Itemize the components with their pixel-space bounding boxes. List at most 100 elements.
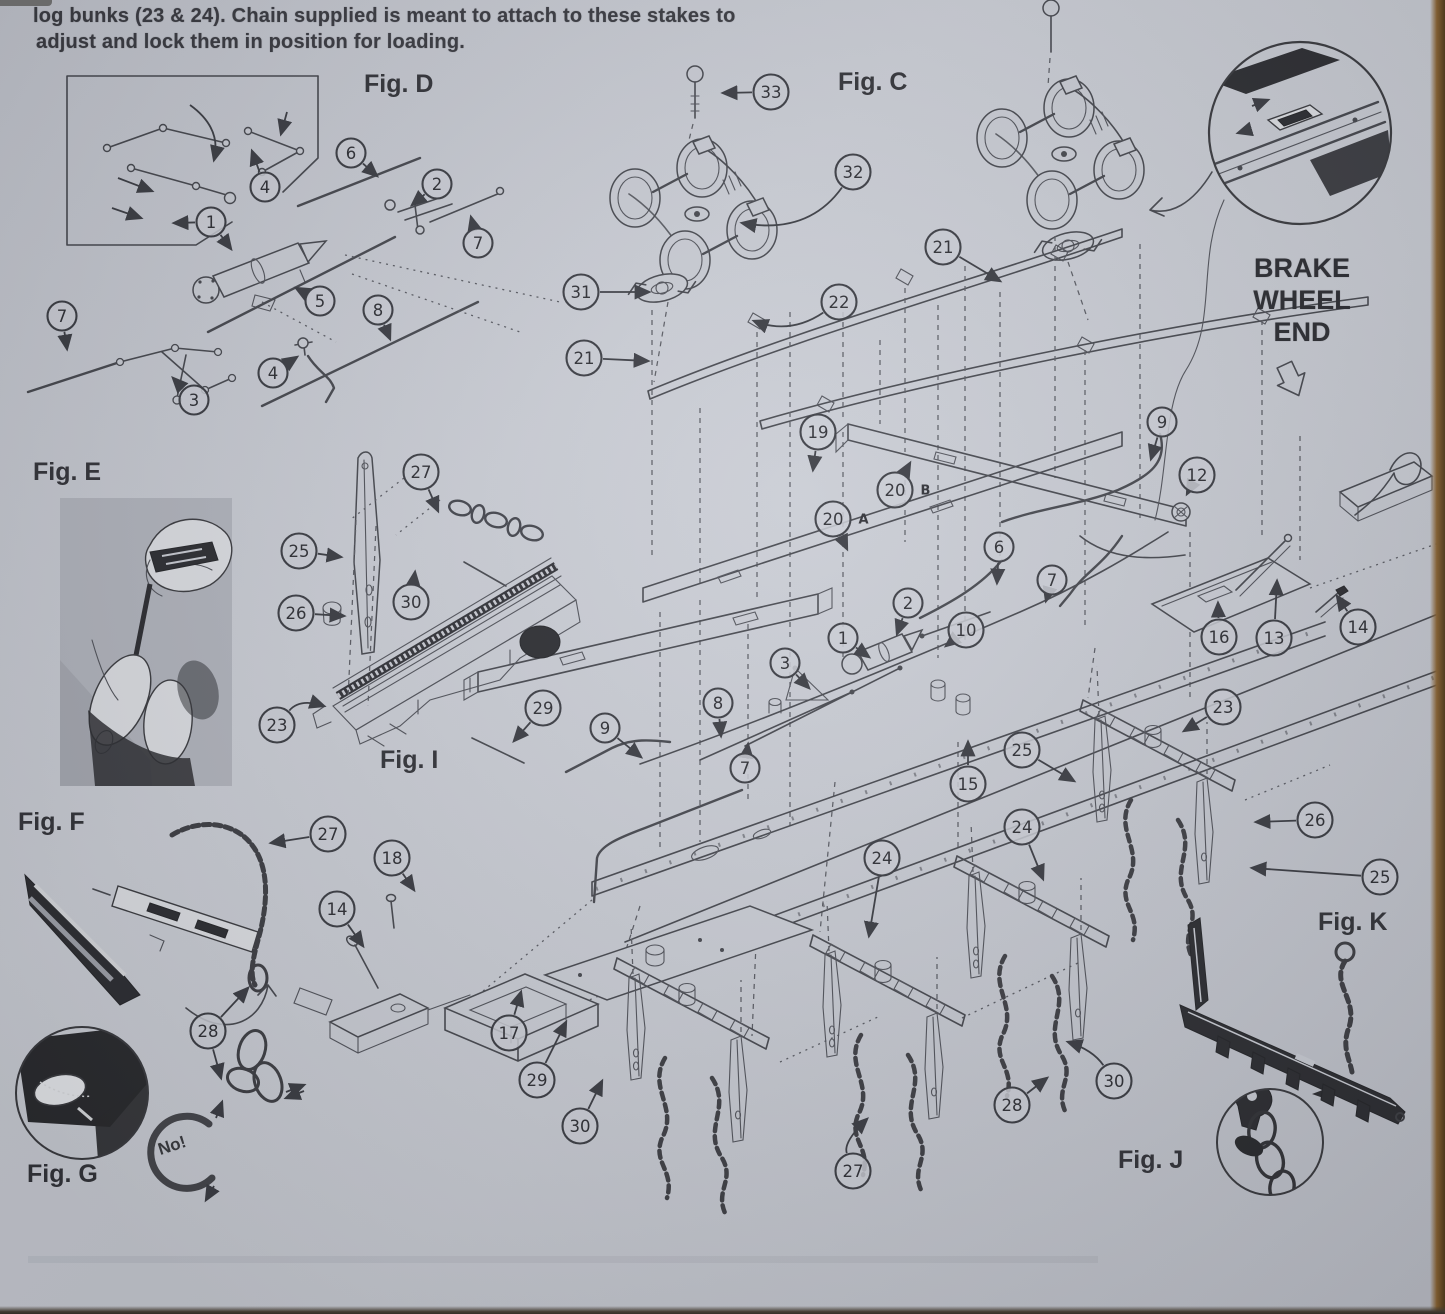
callout-number: 32 xyxy=(843,163,864,182)
callout-circle xyxy=(892,587,924,619)
callout-number: 7 xyxy=(473,234,484,253)
callout-circle xyxy=(1339,608,1377,646)
callout-number: 10 xyxy=(956,621,977,640)
callout-circle xyxy=(1095,1062,1133,1100)
callout-arrow xyxy=(845,1117,869,1154)
callout-9: 9 xyxy=(1146,406,1178,462)
callout-number: 25 xyxy=(1370,868,1391,887)
callout-circle xyxy=(249,171,281,203)
callout-number: 28 xyxy=(198,1022,219,1041)
figure-label-j: Fig. J xyxy=(1118,1146,1183,1174)
callout-12: 12 xyxy=(1178,456,1216,497)
callout-circle xyxy=(565,339,603,377)
callout-arrow xyxy=(317,547,344,563)
callout-circle xyxy=(280,532,318,570)
callout-circle xyxy=(1296,801,1334,839)
callout-21: 21 xyxy=(924,228,1003,283)
callout-circle xyxy=(561,1107,599,1145)
callout-arrow xyxy=(834,532,849,552)
callout-5: 5 xyxy=(293,285,336,317)
callout-number: 30 xyxy=(570,1117,591,1136)
callout-23: 23 xyxy=(1181,688,1242,733)
callout-number: 28 xyxy=(1002,1096,1023,1115)
page-edge-right xyxy=(1430,0,1445,1314)
callout-number: 29 xyxy=(533,699,554,718)
callout-circle xyxy=(834,153,872,191)
callout-27: 27 xyxy=(402,453,440,514)
callout-number: 18 xyxy=(382,849,403,868)
callout-circle xyxy=(863,839,901,877)
callout-30: 30 xyxy=(561,1078,604,1145)
callout-number: 14 xyxy=(1348,618,1369,637)
callout-circle xyxy=(827,622,859,654)
callout-arrow xyxy=(1037,758,1077,783)
callout-circle xyxy=(993,1086,1031,1124)
callout-arrow xyxy=(361,160,380,178)
callout-number: 26 xyxy=(286,604,307,623)
callout-arrow xyxy=(739,186,843,234)
callout-arrow xyxy=(512,721,532,744)
fig-g-drawing xyxy=(15,1026,307,1203)
beams-drawing xyxy=(463,423,1187,701)
callout-circle xyxy=(524,689,562,727)
fig-e-drawing xyxy=(60,498,233,786)
callout-23: 23 xyxy=(258,694,327,744)
callout-arrow xyxy=(1249,861,1362,877)
callout-number: 4 xyxy=(268,364,279,383)
callout-number: 8 xyxy=(373,301,384,320)
callout-2: 2 xyxy=(892,587,924,637)
callout-circle xyxy=(189,1012,227,1050)
callout-10: 10 xyxy=(943,611,985,649)
callout-arrow xyxy=(896,460,912,480)
callout-arrow xyxy=(293,286,313,302)
callout-arrow xyxy=(1026,1076,1050,1095)
callout-number: 20 xyxy=(823,510,844,529)
callout-3: 3 xyxy=(171,376,210,416)
callout-arrow xyxy=(720,85,753,101)
callout-19: 19 xyxy=(799,413,837,473)
callout-21: 21 xyxy=(565,339,651,377)
callout-arrow xyxy=(171,376,189,394)
callout-arrow xyxy=(405,569,421,588)
callout-17: 17 xyxy=(490,989,528,1052)
callout-arrow xyxy=(793,672,811,690)
callout-number: 22 xyxy=(829,293,850,312)
callout-circle xyxy=(1178,456,1216,494)
fig-k-drawing xyxy=(1179,917,1406,1125)
callout-circle xyxy=(421,168,453,200)
callout-circle xyxy=(834,1152,872,1190)
callout-arrow xyxy=(712,718,728,739)
callout-number: 16 xyxy=(1209,628,1230,647)
callout-circle xyxy=(876,471,914,509)
callout-6: 6 xyxy=(335,137,380,178)
brake-wheel-end-label: BRAKE WHEEL END xyxy=(1232,252,1372,348)
callout-number: 25 xyxy=(1012,741,1033,760)
callout-arrow xyxy=(852,642,872,659)
fig-c-drawing xyxy=(608,0,1213,383)
callout-circle xyxy=(1036,564,1068,596)
callout-arrow xyxy=(268,833,310,849)
callout-arrow xyxy=(209,1049,225,1081)
callout-arrow xyxy=(220,986,250,1018)
figure-label-g: Fig. G xyxy=(27,1160,98,1188)
callout-circle xyxy=(702,687,734,719)
callout-arrow xyxy=(288,694,327,712)
callout-arrow xyxy=(616,737,644,759)
callout-circle xyxy=(462,227,494,259)
callout-arrow xyxy=(1147,437,1163,462)
callout-18: 18 xyxy=(373,839,416,893)
callout-4: 4 xyxy=(257,355,300,389)
callout-circle xyxy=(1255,619,1293,657)
callout-arrow xyxy=(249,148,265,173)
callout-circle xyxy=(820,283,858,321)
callout-arrow xyxy=(1065,1039,1105,1066)
figure-label-c: Fig. C xyxy=(838,68,907,96)
callout-suffix: A xyxy=(859,513,869,528)
callout-circle xyxy=(983,531,1015,563)
callout-circle xyxy=(490,1014,528,1052)
callout-16: 16 xyxy=(1200,600,1238,656)
callout-arrow xyxy=(958,255,1003,283)
callout-number: 30 xyxy=(1104,1072,1125,1091)
